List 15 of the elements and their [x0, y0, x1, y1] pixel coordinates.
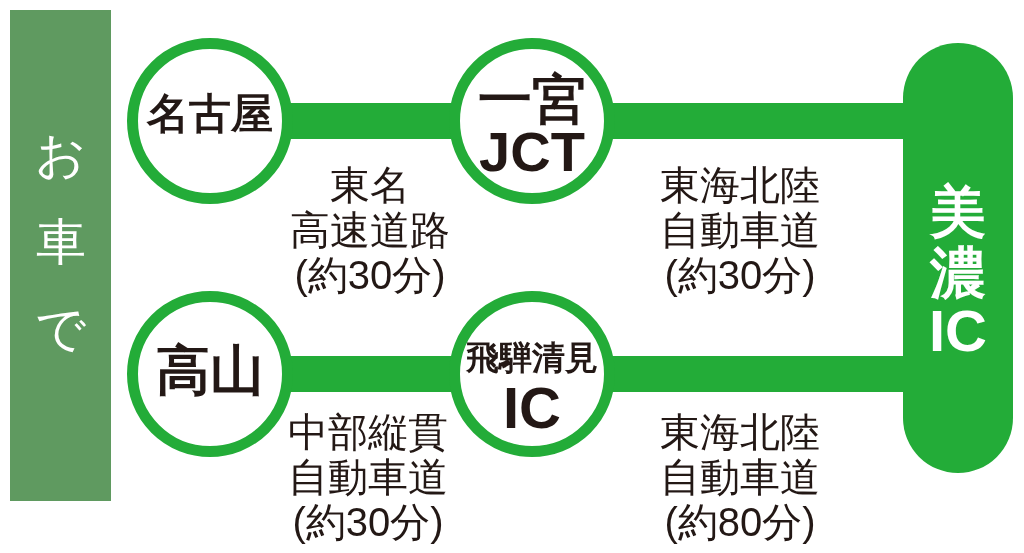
node-label: 名古屋 — [147, 89, 273, 139]
node-label: 美濃IC — [929, 181, 987, 359]
side-band — [10, 10, 111, 501]
node-label: お車で — [35, 126, 86, 359]
node-label: 飛騨清見IC — [466, 338, 598, 436]
connector-line — [290, 356, 452, 392]
node-label: 一宮JCT — [478, 72, 586, 178]
connector-line — [612, 103, 904, 139]
connector-line — [612, 356, 904, 392]
edge-label: 中部縦貫自動車道(約30分) — [288, 410, 448, 545]
edge-label: 東海北陸自動車道(約30分) — [660, 163, 820, 298]
connector-line — [290, 103, 452, 139]
edge-label: 東名高速道路(約30分) — [290, 163, 450, 298]
edge-label: 東海北陸自動車道(約80分) — [660, 410, 820, 545]
node-label: 高山 — [156, 340, 264, 400]
